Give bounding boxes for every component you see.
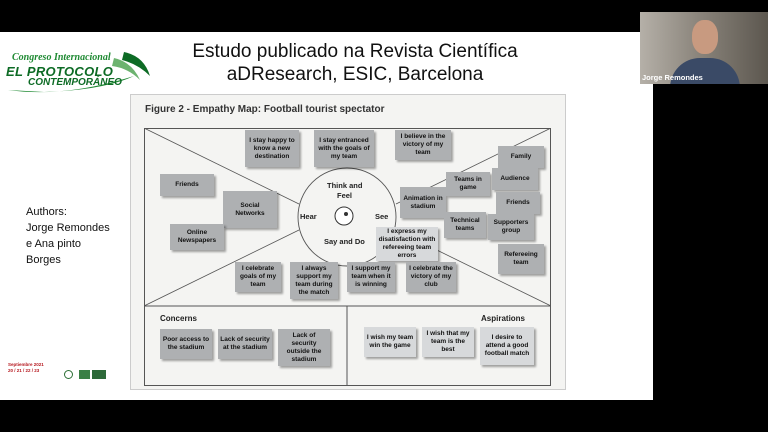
footer-month: Septiembre 2021	[8, 362, 44, 367]
sponsor-logo-icon	[92, 370, 106, 379]
think-note: I stay entranced with the goals of my te…	[314, 130, 374, 167]
webcam-name-label: Jorge Remondes	[642, 73, 703, 82]
see-note: Technical teams	[444, 212, 486, 238]
say-note: I celebrate the victory of my club	[406, 262, 456, 292]
congress-logo: Congreso Internacional EL PROTOCOLO CONT…	[4, 46, 154, 96]
think-note: I stay happy to know a new destination	[245, 130, 299, 167]
concern-note: Lack of security outside the stadium	[278, 329, 330, 366]
footer-date: Septiembre 2021 20 / 21 / 22 / 23	[8, 362, 44, 374]
author-line: e Ana pinto	[26, 238, 82, 250]
see-note: Family	[498, 146, 544, 168]
logo-line-3: CONTEMPORÁNEO	[28, 77, 122, 88]
empathy-map-diagram: Think and Feel Hear See Say and Do I sta…	[144, 128, 551, 386]
aspiration-note: I wish my team win the game	[364, 327, 416, 357]
presentation-slide: Congreso Internacional EL PROTOCOLO CONT…	[0, 32, 653, 400]
concern-note: Poor access to the stadium	[160, 329, 212, 359]
see-label: See	[375, 212, 389, 221]
say-note: I always support my team during the matc…	[290, 262, 338, 299]
authors-block: Authors: Jorge Remondes e Ana pinto Borg…	[26, 204, 121, 268]
concerns-label: Concerns	[160, 314, 197, 323]
see-note: Animation in stadium	[400, 187, 446, 218]
aspirations-label: Aspirations	[481, 314, 526, 323]
slide-title-line-2: aDResearch, ESIC, Barcelona	[226, 64, 484, 85]
say-note: I celebrate goals of my team	[235, 262, 281, 292]
slide-title-line-1: Estudo publicado na Revista Científica	[192, 41, 518, 62]
see-note: Friends	[496, 192, 540, 214]
think-label: Think and	[327, 181, 363, 190]
slide-title: Estudo publicado na Revista Científica a…	[160, 40, 550, 86]
webcam-thumbnail[interactable]: Jorge Remondes	[640, 12, 768, 84]
speaker-head	[692, 20, 718, 54]
say-note: I support my team when it is winning	[347, 262, 395, 292]
logo-line-1: Congreso Internacional	[12, 52, 111, 63]
sponsor-logo-icon	[79, 370, 90, 379]
hear-note: Social Networks	[223, 191, 277, 228]
hear-label: Hear	[300, 212, 317, 221]
footer-logos	[64, 369, 108, 381]
see-note: Teams in game	[446, 172, 490, 196]
logo-line-2: EL PROTOCOLO	[6, 64, 114, 79]
say-note: I express my disatisfaction with referee…	[376, 227, 438, 261]
see-note: Audience	[492, 168, 538, 190]
say-do-label: Say and Do	[324, 237, 365, 246]
aspiration-note: I wish that my team is the best	[422, 327, 474, 357]
empathy-map-figure: Figure 2 - Empathy Map: Football tourist…	[130, 94, 566, 390]
think-note: I believe in the victory of my team	[395, 130, 451, 160]
figure-title: Figure 2 - Empathy Map: Football tourist…	[145, 104, 385, 115]
footer-days: 20 / 21 / 22 / 23	[8, 368, 40, 373]
author-line: Borges	[26, 254, 61, 266]
feel-label: Feel	[337, 191, 353, 200]
logo-swoosh-icon	[8, 52, 150, 93]
hear-note: Friends	[160, 174, 214, 196]
see-note: Supporters group	[488, 214, 534, 240]
author-line: Jorge Remondes	[26, 222, 110, 234]
see-note: Refereeing team	[498, 244, 544, 274]
aspiration-note: I desire to attend a good football match	[480, 327, 534, 365]
concern-note: Lack of security at the stadium	[218, 329, 272, 359]
authors-label: Authors:	[26, 206, 67, 218]
sponsor-logo-icon	[64, 370, 73, 379]
hear-note: Online Newspapers	[170, 224, 224, 250]
